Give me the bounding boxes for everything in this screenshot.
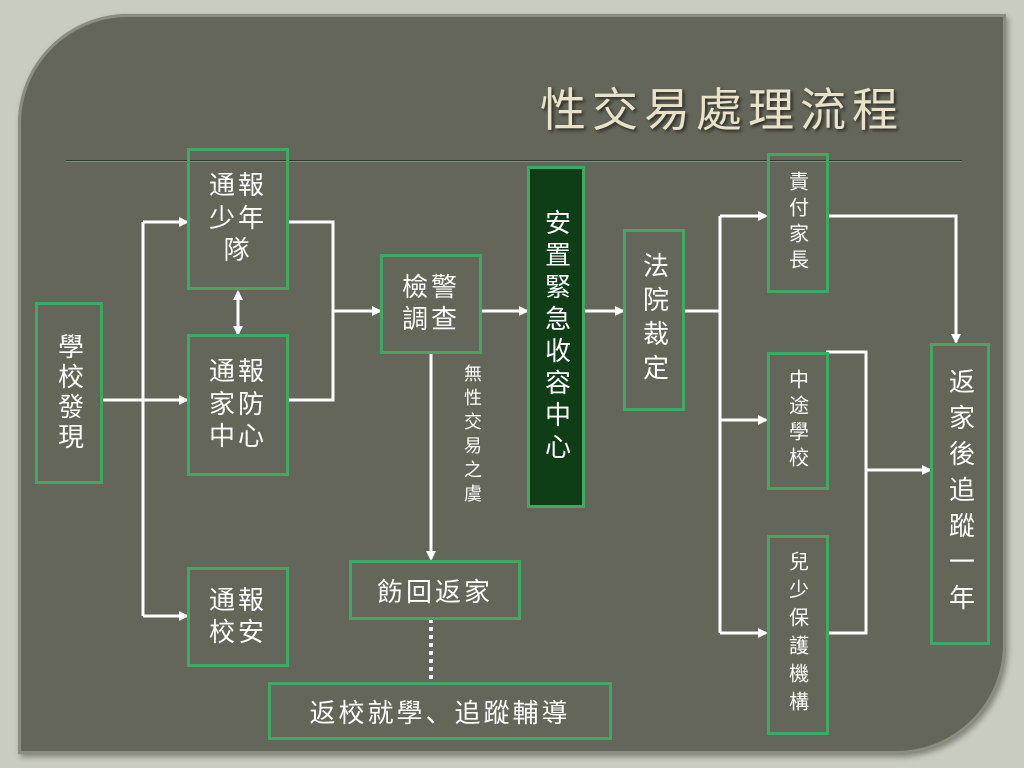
node-school-found: 學校發現 [35,302,103,484]
node-followup-label: 返家後追蹤一年 [944,368,975,620]
node-followup: 返家後追蹤一年 [930,343,990,645]
node-report-youth: 通報少年隊 [187,148,289,290]
node-parents-label: 責付家長 [785,171,810,275]
node-prosecutor: 檢警調查 [380,254,482,354]
node-report-family: 通報家防中心 [187,334,289,476]
node-court: 法院裁定 [623,229,685,411]
node-report-campus-label: 通報校安 [208,585,267,649]
node-midway-school-label: 中途學校 [785,369,810,473]
note-no-risk: 無性交易之虞 [461,364,482,508]
node-report-youth-label: 通報少年隊 [208,171,267,267]
node-parents: 責付家長 [767,153,829,293]
connector-youth-merge [288,220,335,402]
slide-background [18,14,1006,754]
node-return-school-label: 返校就學、追蹤輔導 [309,698,571,729]
node-return-home-label: 飭回返家 [376,577,493,608]
node-return-home: 飭回返家 [349,560,521,620]
node-return-school: 返校就學、追蹤輔導 [268,682,612,740]
node-child-protection-label: 兒少保護機構 [785,551,810,719]
title-divider [66,160,962,162]
node-court-label: 法院裁定 [638,252,669,388]
node-school-found-label: 學校發現 [53,333,84,453]
node-shelter-label: 安置緊急收容中心 [540,209,571,465]
node-shelter: 安置緊急收容中心 [527,166,585,508]
node-midway-school: 中途學校 [767,352,829,490]
arrow-parents-followup [826,214,961,344]
connector-merge-right [826,350,868,635]
node-report-campus: 通報校安 [187,567,289,667]
node-child-protection: 兒少保護機構 [767,535,829,735]
node-prosecutor-label: 檢警調查 [401,272,460,336]
node-report-family-label: 通報家防中心 [208,357,267,453]
page-title: 性交易處理流程 [540,83,904,137]
